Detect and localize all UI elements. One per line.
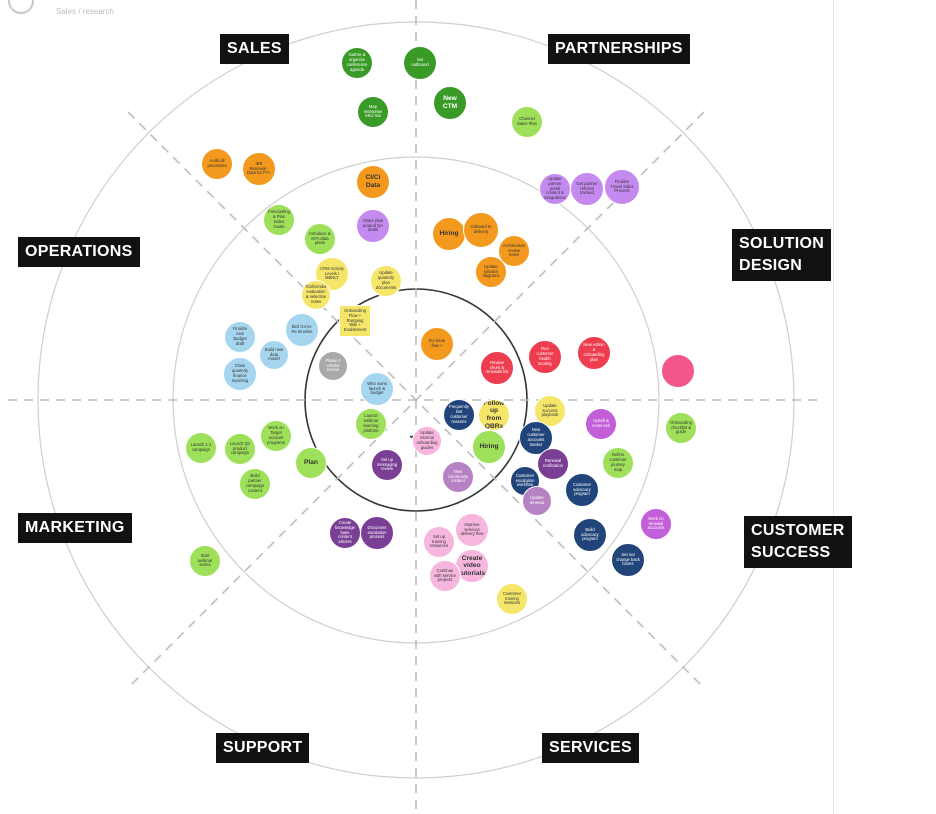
sticky-note-sol-2[interactable]: Onboard to delivery: [463, 212, 499, 248]
sticky-note-sales-2[interactable]: Set outbound: [403, 46, 437, 80]
sticky-note-cs-8[interactable]: Renewal notification: [537, 448, 569, 480]
sticky-note-ops-10[interactable]: Onboarding Flow + Ramping Wiki + Enablem…: [339, 305, 371, 337]
sticky-note-sup-2[interactable]: Document escalation process: [360, 516, 394, 550]
sticky-note-partners-4[interactable]: Finalize Travel Sales Process: [604, 169, 640, 205]
sticky-note-ops-9[interactable]: Tool/vendor evaluation & selection notes: [301, 280, 331, 310]
sticky-note-srv-5[interactable]: Customer training sessions: [496, 583, 528, 615]
sticky-note-srv-4[interactable]: Continue with service projects: [429, 560, 461, 592]
sticky-note-center-6[interactable]: Set up messaging review: [371, 449, 403, 481]
sticky-note-mkt-4[interactable]: Build partner campaign content: [239, 468, 271, 500]
section-label-customer-success: CUSTOMER SUCCESS: [744, 516, 852, 568]
sticky-note-center-5[interactable]: Update internal onboarding guides: [412, 426, 442, 456]
sticky-note-ops-1[interactable]: Audit all processes: [201, 148, 233, 180]
sticky-note-ops-6[interactable]: Introduce & KPA data plans: [304, 223, 336, 255]
sticky-note-partners-3[interactable]: Get partner referral tracked: [570, 172, 604, 206]
sticky-note-ops-14[interactable]: Close quarterly finance reporting: [223, 357, 257, 391]
sticky-note-ops-3[interactable]: CI/Ci Data: [356, 165, 390, 199]
sticky-note-mkt-3[interactable]: Work on Target account programs: [260, 420, 292, 452]
sticky-note-center-1[interactable]: Frequently lost customer reasons: [443, 399, 475, 431]
sticky-note-cs-1[interactable]: Review churn & renewals list: [480, 351, 514, 385]
sticky-note-srv-1[interactable]: Set up training resources: [423, 526, 455, 558]
sticky-note-center-2[interactable]: Follow up from QBRs: [478, 399, 510, 431]
sticky-note-sales-4[interactable]: New CTM: [433, 86, 467, 120]
sticky-note-mkt-2[interactable]: Launch Q2 product campaign: [224, 433, 256, 465]
sticky-note-ops-13[interactable]: Build new data model: [259, 340, 289, 370]
sticky-note-partners-1[interactable]: Channel Sales Plan: [511, 106, 543, 138]
sticky-note-partners-2[interactable]: Update partner portal content & integrat…: [539, 173, 571, 205]
sticky-note-mkt-1[interactable]: Launch 1:1 campaign: [185, 432, 217, 464]
sticky-note-sales-3[interactable]: Map enterprise SKU mix: [357, 96, 389, 128]
section-label-operations: OPERATIONS: [18, 237, 140, 267]
section-label-partnerships: PARTNERSHIPS: [548, 34, 690, 64]
sticky-note-cs-2[interactable]: Run customer health scoring: [528, 340, 562, 374]
sticky-note-cs-5[interactable]: Upsell & cross-sell: [585, 408, 617, 440]
sticky-note-ops-5[interactable]: Forecasting & Plan Sales Goals: [263, 204, 295, 236]
diagonal-axis-line: [127, 111, 705, 689]
sticky-note-center-7[interactable]: New community content: [442, 461, 474, 493]
sticky-note-ops-16[interactable]: Who owns launch & budget: [360, 372, 394, 406]
sticky-note-mkt-7[interactable]: Start webinar series: [189, 545, 221, 577]
section-label-sales: SALES: [220, 34, 289, 64]
sticky-note-cs-6[interactable]: Onboarding checklist & guide: [665, 412, 697, 444]
sticky-note-sales-1[interactable]: Gather & organize conference agenda: [341, 47, 373, 79]
sticky-note-cs-11[interactable]: Customer advocacy program: [565, 473, 599, 507]
sticky-note-cs-3[interactable]: New Admin & onboarding plan: [577, 336, 611, 370]
section-label-services: SERVICES: [542, 733, 640, 763]
sticky-note-sup-1[interactable]: Create knowledge base content articles: [329, 517, 361, 549]
sticky-note-sol-5[interactable]: Fix issue flow +: [420, 327, 454, 361]
sticky-note-cs-4[interactable]: [661, 354, 695, 388]
section-label-marketing: MARKETING: [18, 513, 132, 543]
section-label-support: SUPPORT: [216, 733, 310, 763]
sticky-note-ops-15[interactable]: Phase 2 vendor review: [318, 351, 348, 381]
board-subtitle: Sales / research: [56, 7, 114, 16]
sticky-note-ops-12[interactable]: Bird Go-to-Re timeline: [285, 313, 319, 347]
sticky-note-ops-11[interactable]: Finalize new Budget draft: [224, 321, 256, 353]
panel-divider: [833, 0, 834, 814]
sticky-note-sol-4[interactable]: Update solution diagrams: [475, 256, 507, 288]
sticky-note-mkt-5[interactable]: Plan: [295, 447, 327, 479]
sticky-note-ops-4[interactable]: Share plan around QA deals: [356, 209, 390, 243]
sticky-note-cs-12[interactable]: Update renewal: [522, 486, 552, 516]
sticky-note-cs-15[interactable]: Set out change back boxes: [611, 543, 645, 577]
sticky-note-ops-7[interactable]: CRM Activity Levels / MBNLT: [315, 257, 349, 291]
sticky-note-center-4[interactable]: Hiring: [472, 430, 506, 464]
sticky-note-srv-2[interactable]: Improve services delivery flow: [455, 513, 489, 547]
section-label-solution-design: SOLUTION DESIGN: [732, 229, 832, 281]
sticky-note-ops-2[interactable]: IBR Renewal - Data for FY+: [242, 152, 276, 186]
sticky-note-cs-13[interactable]: Build advocacy program: [573, 518, 607, 552]
sticky-note-cs-14[interactable]: Work on renewal accounts: [640, 508, 672, 540]
sticky-note-sol-1[interactable]: Hiring: [432, 217, 466, 251]
board-header: Sales / research: [2, 0, 142, 22]
sticky-note-ops-8[interactable]: Update quarterly plan documents: [370, 265, 402, 297]
sticky-note-mkt-6[interactable]: Launch webinar learning platform: [355, 408, 387, 440]
logo-icon: [8, 0, 34, 14]
sticky-note-cs-9[interactable]: Define customer journey map: [602, 447, 634, 479]
